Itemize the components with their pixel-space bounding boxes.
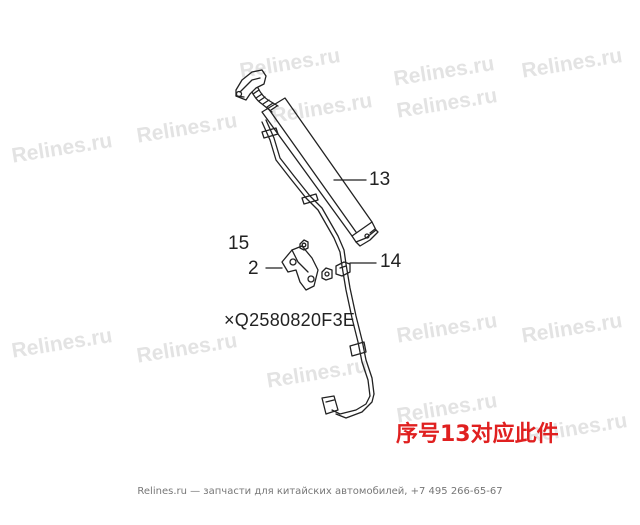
callout-14: 14 [380, 251, 402, 272]
part-number: ×Q2580820F3E [224, 310, 356, 330]
clip-14 [335, 261, 351, 277]
fastener [321, 267, 333, 281]
footer-contact: Relines.ru — запчасти для китайских авто… [137, 486, 503, 497]
callout-13: 13 [369, 169, 391, 190]
note-text: 序号13对应此件 [396, 422, 559, 447]
bracket-2 [281, 245, 319, 291]
nut-15 [299, 239, 309, 251]
callout-2: 2 [248, 258, 259, 279]
callout-15: 15 [228, 233, 250, 254]
cable-line [261, 119, 375, 419]
gas-spring-13 [261, 97, 379, 247]
top-mount-fitting [235, 69, 279, 113]
